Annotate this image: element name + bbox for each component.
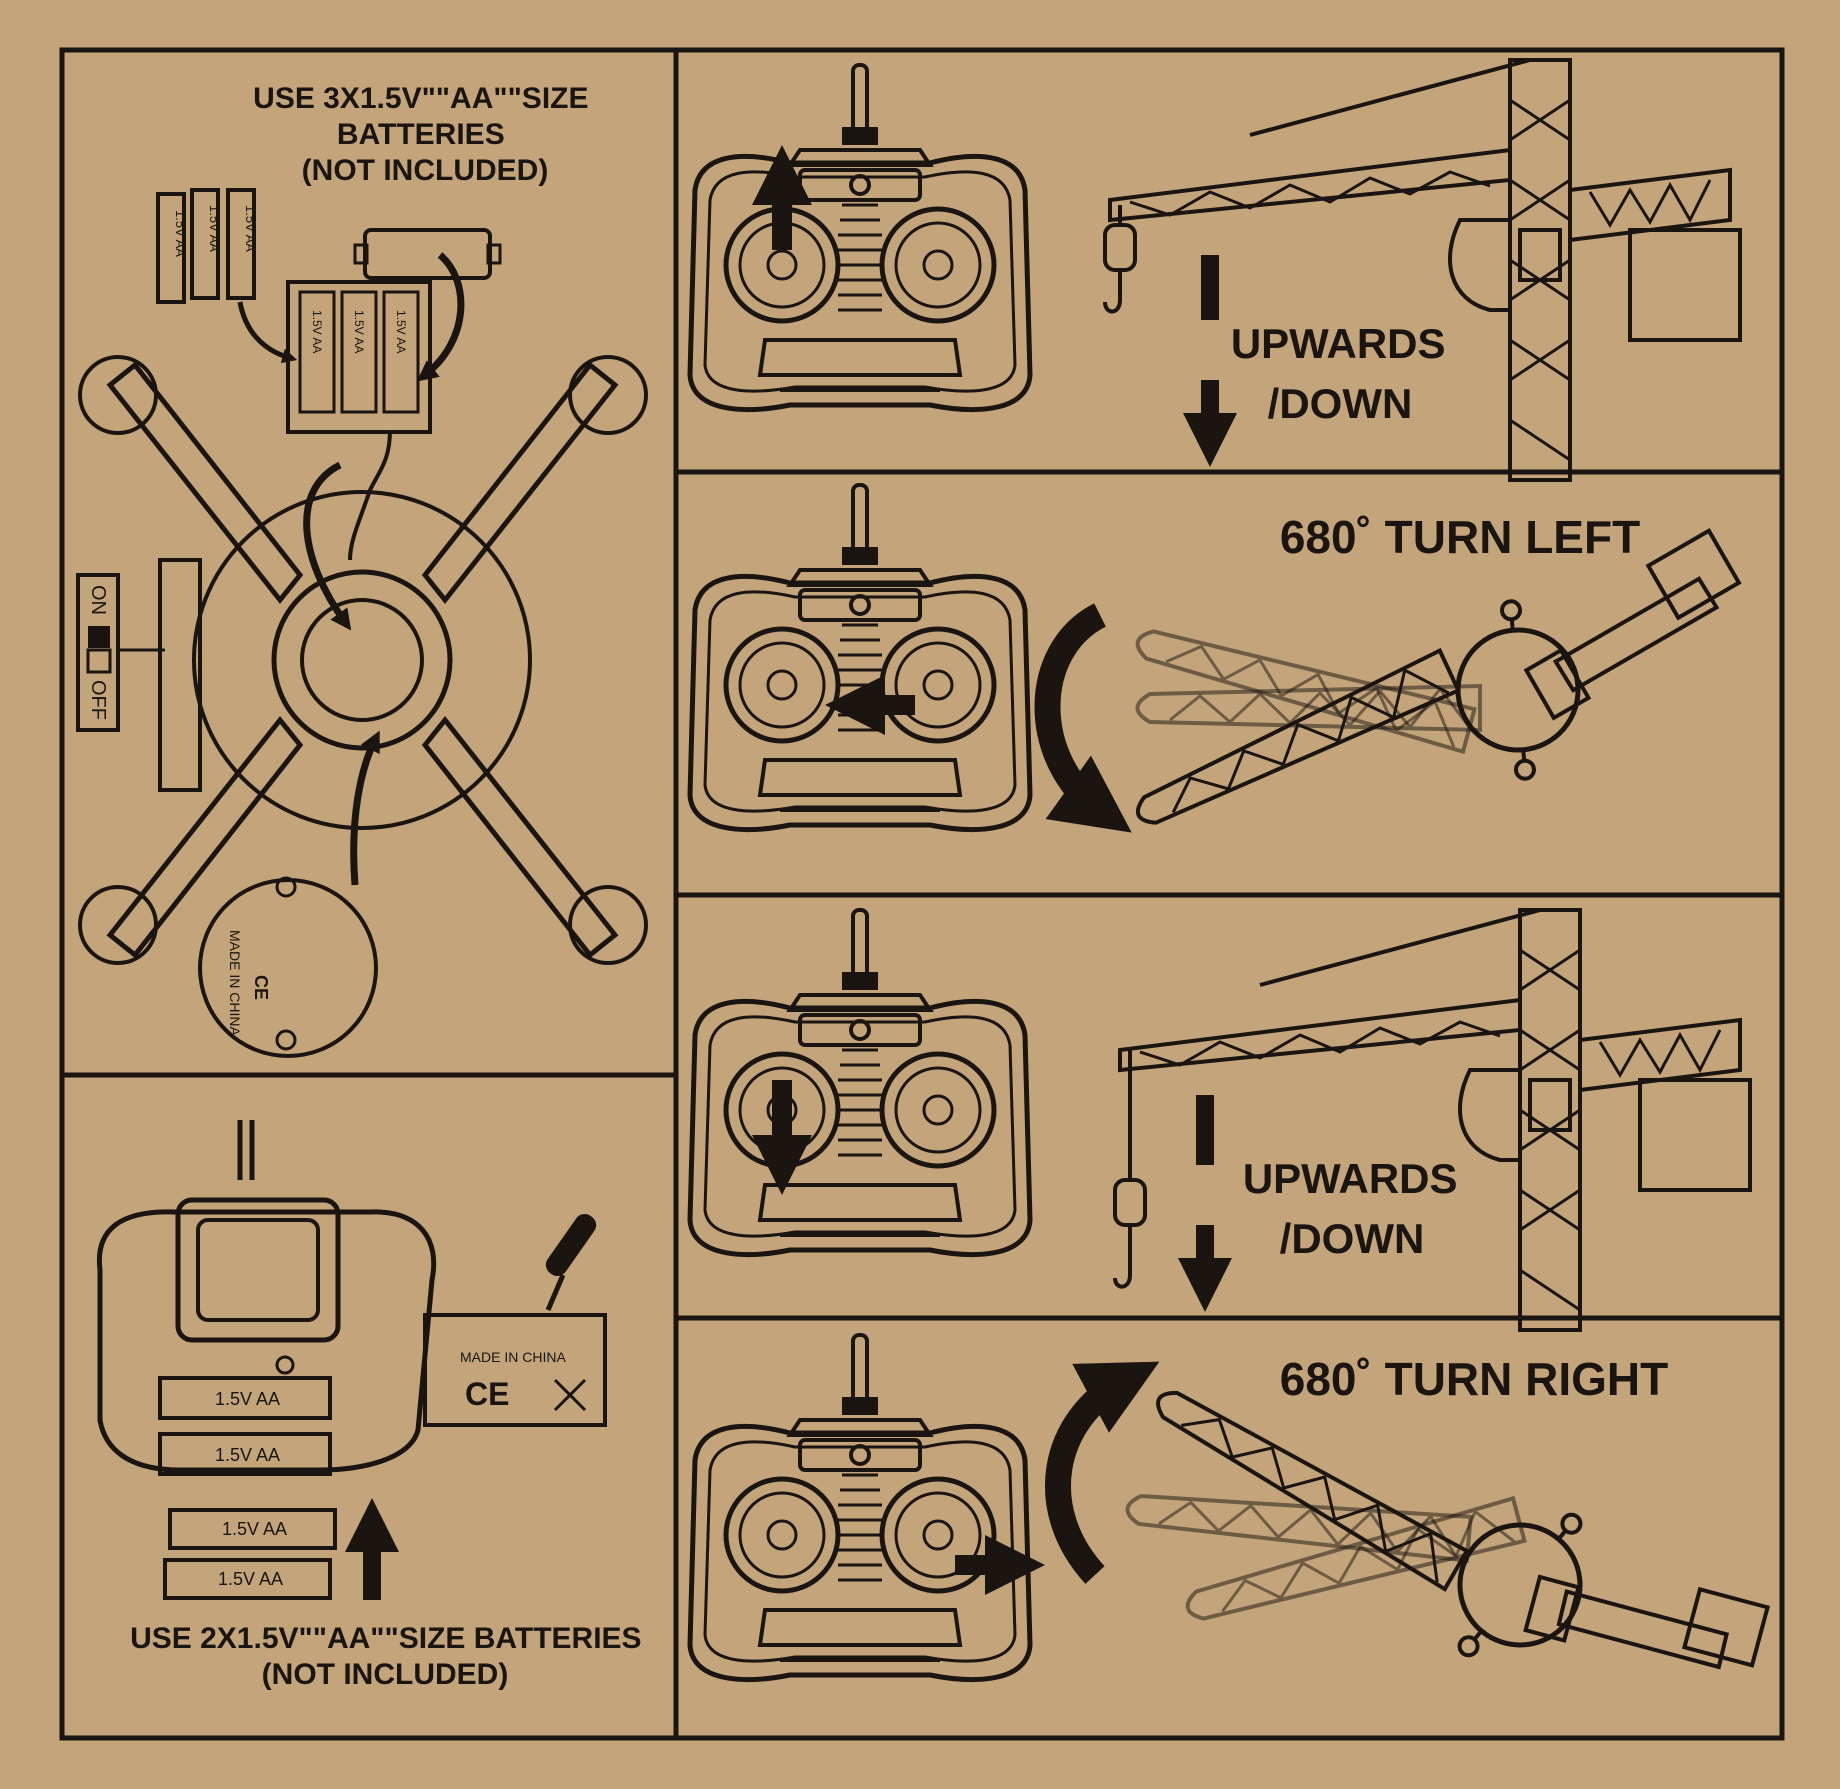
crane-slew-right — [1123, 1377, 1787, 1789]
cover-arrow — [350, 730, 380, 886]
battery-holder: 1.5V AA 1.5V AA 1.5V AA — [286, 280, 432, 434]
step-hook-up: UPWARDS /DOWN — [690, 58, 1742, 482]
remote-cell-label: 1.5V AA — [215, 1445, 280, 1465]
switch-off-label: OFF — [87, 680, 109, 720]
remote-battery-door: MADE IN CHINA CE — [423, 1213, 620, 1427]
hook — [1103, 205, 1137, 314]
rotate-left-arrow — [1034, 603, 1132, 833]
cell-label: 1.5V AA — [173, 210, 188, 257]
base-cover-disc: MADE IN CHINA CE — [198, 876, 378, 1058]
door-made-in-label: MADE IN CHINA — [460, 1349, 566, 1365]
crane-slew-left — [1127, 529, 1754, 838]
step-caption: 680˚ TURN LEFT — [1280, 511, 1640, 563]
cell-label: 1.5V AA — [207, 205, 222, 252]
insert-cells-arrow — [237, 301, 298, 364]
step-turn-right: 680˚ TURN RIGHT — [690, 1335, 1787, 1789]
battery-cover — [353, 228, 502, 280]
base-ce-mark: CE — [251, 975, 271, 1000]
cell-label: 1.5V AA — [352, 310, 366, 353]
remote-cell-label: 1.5V AA — [222, 1519, 287, 1539]
loose-remote-cells: 1.5V AA 1.5V AA — [163, 1508, 337, 1600]
cell-label: 1.5V AA — [394, 310, 408, 353]
wire — [348, 429, 392, 561]
step-caption: 680˚ TURN RIGHT — [1280, 1353, 1668, 1405]
remote-battery-panel: 1.5V AA 1.5V AA MADE IN CHINA CE 1.5V AA… — [96, 1120, 650, 1691]
door-ce-mark: CE — [465, 1376, 509, 1412]
step-caption: UPWARDS /DOWN — [1243, 1155, 1469, 1262]
cell-label: 1.5V AA — [243, 205, 258, 252]
connect-arrow — [303, 461, 352, 631]
rotate-right-arrow — [1044, 1361, 1160, 1584]
base-made-in-label: MADE IN CHINA — [227, 930, 243, 1036]
switch-on-label: ON — [87, 585, 109, 615]
remote-battery-instruction: USE 2X1.5VʺʺAAʺʺSIZE BATTERIES (NOT INCL… — [130, 1622, 650, 1691]
cell-label: 1.5V AA — [310, 310, 324, 353]
panel-borders — [59, 47, 1785, 1741]
step-hook-down: UPWARDS /DOWN — [690, 910, 1752, 1332]
close-cover-arrow — [416, 252, 465, 382]
base-battery-panel: USE 3X1.5VʺʺAAʺʺSIZE BATTERIES (NOT INCL… — [76, 82, 648, 1058]
remote-cell-label: 1.5V AA — [215, 1389, 280, 1409]
antenna-wire — [237, 1120, 255, 1180]
base-battery-instruction: USE 3X1.5VʺʺAAʺʺSIZE BATTERIES (NOT INCL… — [253, 82, 597, 187]
crane-base-topview — [78, 355, 648, 965]
loose-aa-cells: 1.5V AA 1.5V AA 1.5V AA — [156, 188, 258, 304]
remote-back-view: 1.5V AA 1.5V AA — [96, 1197, 437, 1476]
step-caption: UPWARDS /DOWN — [1231, 320, 1457, 427]
hook — [1113, 1050, 1147, 1289]
remote-cell-label: 1.5V AA — [218, 1569, 283, 1589]
power-switch: ON OFF — [76, 573, 165, 732]
step-turn-left: 680˚ TURN LEFT — [690, 485, 1754, 838]
